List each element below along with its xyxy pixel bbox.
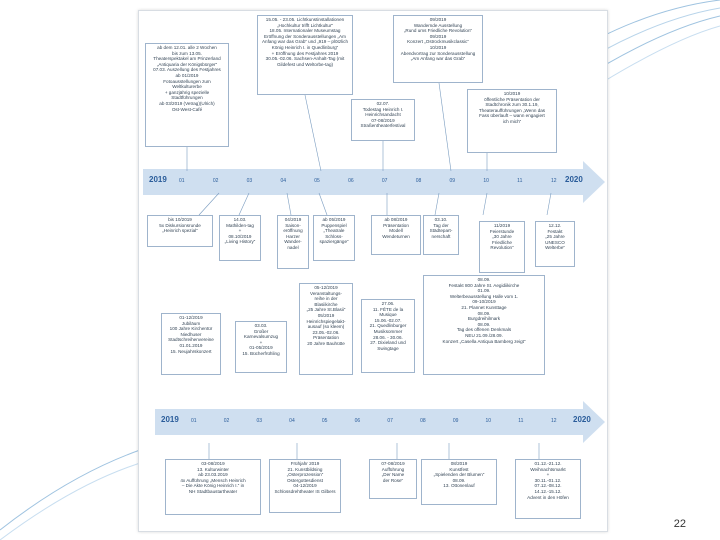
event-box: bis 10/2019 5x Diskursionsrunde „Heinric… <box>147 215 213 247</box>
event-box: 15.05. - 23.05. Lichtkunstinstallationen… <box>257 15 353 95</box>
event-box: 08.09. Festakt 800 Jahre St. Aegidiikirc… <box>423 275 545 375</box>
document-page: ab dem 12.01. alle 2 Wochen bis zum 13.0… <box>138 10 608 532</box>
timeline-arrow <box>143 161 605 203</box>
event-box: 05-12/2019 Veranstaltungs- reihe in der … <box>299 283 353 375</box>
timeline-month-label: 05 <box>314 178 320 184</box>
timeline-month-label: 07 <box>387 418 393 424</box>
timeline-month-label: 03 <box>246 178 253 184</box>
event-box: Frühjahr 2019 21. Kunstbildsing „Osterpr… <box>269 459 341 513</box>
timeline-month-label: 06 <box>348 178 354 184</box>
timeline-month-label: 08 <box>420 418 426 424</box>
event-box: 03.03. Großer Karnevalsumzug + 01-05/201… <box>235 321 287 373</box>
event-box: 03-08/2019 13. Kulturwinter ab 23.03.201… <box>165 459 261 515</box>
timeline-month-label: 05 <box>321 418 328 424</box>
event-box: 08/2019 Kunstfest „Spielenden der Blumen… <box>421 459 497 505</box>
timeline-month-label: 12 <box>551 178 557 184</box>
timeline-month-label: 07 <box>381 178 388 184</box>
timeline-month-label: 09 <box>452 418 459 424</box>
event-box: 12.12. Festakt „25 Jahre UNESCO Welterbe… <box>535 221 575 267</box>
timeline-end-year: 2020 <box>573 415 591 424</box>
timeline-month-label: 02 <box>212 178 219 184</box>
timeline-month-label: 02 <box>223 418 230 424</box>
event-box: 03.10. Tag der Städtepart- nerschaft <box>423 215 459 255</box>
timeline-month-label: 01 <box>179 178 185 184</box>
event-box: 01-12/2019 Jubiläum 100 Jahre Kirchentür… <box>161 313 221 375</box>
timeline-month-label: 11 <box>517 178 523 184</box>
timeline-month-label: 08 <box>415 178 422 184</box>
timeline-month-label: 04 <box>280 178 287 184</box>
timeline-month-label: 10 <box>483 178 489 184</box>
timeline-month-label: 09 <box>449 178 456 184</box>
timeline-month-label: 01 <box>191 418 197 424</box>
timeline-start-year: 2019 <box>149 175 167 184</box>
timeline-month-label: 04 <box>289 418 295 424</box>
event-box: 09/2019 Wandernde Ausstellung „Rund ums … <box>393 15 483 83</box>
timeline-month-label: 11 <box>518 418 524 424</box>
event-box: 04/2019 Saison- eröffnung Harzer Wander-… <box>277 215 309 269</box>
event-box: ab 05/2019 Puppenspiel „Theatrale Schlos… <box>313 215 355 261</box>
event-box: 11/2019 Feierstunde „30 Jahre Friedliche… <box>479 221 525 273</box>
event-box: 01.12.-21.12. Weihnachtsmarkt + 30.11.-0… <box>515 459 581 519</box>
event-box: 10/2019 öffentliche Präsentation der Sta… <box>467 89 557 153</box>
event-box: 27.06. 11. FÊTE de la Musique 15.06.-02.… <box>361 299 415 373</box>
event-box: ab dem 12.01. alle 2 Wochen bis zum 13.0… <box>145 43 229 147</box>
timeline-start-year: 2019 <box>161 415 179 424</box>
event-box: 02.07. Todestag Heinrich I. Heinrichsand… <box>351 99 415 141</box>
timeline-month-label: 12 <box>551 418 557 424</box>
event-box: 07-08/2019 Aufführung „Der Name der Rose… <box>369 459 417 499</box>
timeline-month-label: 06 <box>354 418 361 424</box>
timeline-month-label: 03 <box>256 418 263 424</box>
event-box: 14.03. Mathilden-tag + 08.10/2019 „Livin… <box>219 215 261 261</box>
page-number: 22 <box>673 518 686 530</box>
timeline-month-label: 10 <box>485 418 492 424</box>
event-box: ab 08/2019 Präsentation Modell Wendeturn… <box>371 215 421 255</box>
timeline-arrow <box>155 401 605 443</box>
timeline-end-year: 2020 <box>565 175 583 184</box>
